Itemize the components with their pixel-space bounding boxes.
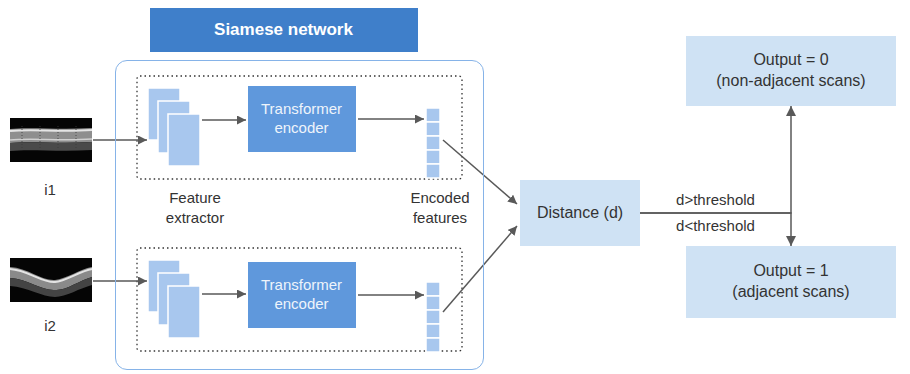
output-title: Output = 1 bbox=[694, 261, 888, 282]
decision-arrow bbox=[640, 213, 791, 246]
oct-scan bbox=[10, 118, 92, 162]
encoder-label: Transformer encoder bbox=[254, 100, 350, 138]
feature-vector bbox=[426, 282, 440, 352]
process-label: Distance (d) bbox=[528, 203, 632, 224]
encoder-box: Transformer encoder bbox=[248, 86, 356, 152]
input-arrow bbox=[93, 139, 147, 141]
output-note: (adjacent scans) bbox=[694, 282, 888, 303]
image-label: i2 bbox=[28, 316, 72, 336]
output-note: (non-adjacent scans) bbox=[694, 71, 888, 92]
flow-arrow bbox=[358, 118, 424, 120]
flow-arrow bbox=[358, 294, 424, 296]
edge-label: d>threshold bbox=[674, 191, 757, 209]
flow-arrow bbox=[202, 119, 246, 121]
stage-label: Encoded features bbox=[394, 188, 486, 227]
feature-vector bbox=[426, 108, 440, 178]
feature-maps bbox=[148, 88, 200, 166]
decision-arrow bbox=[640, 106, 791, 213]
encoder-box: Transformer encoder bbox=[248, 262, 356, 328]
stage-label: Feature extractor bbox=[149, 188, 241, 227]
flow-arrow bbox=[443, 226, 517, 312]
branch-box bbox=[137, 76, 462, 179]
encoder-label: Transformer encoder bbox=[254, 276, 350, 314]
output-box: Output = 0(non-adjacent scans) bbox=[686, 36, 896, 106]
oct-scan bbox=[10, 258, 92, 302]
group-title: Siamese network bbox=[150, 8, 418, 52]
flow-arrow bbox=[202, 293, 246, 295]
process-box: Distance (d) bbox=[520, 180, 640, 246]
output-box: Output = 1(adjacent scans) bbox=[686, 246, 896, 318]
edge-label: d<threshold bbox=[674, 217, 757, 235]
input-arrow bbox=[93, 280, 147, 282]
feature-maps bbox=[148, 260, 200, 338]
image-label: i1 bbox=[28, 180, 72, 200]
output-title: Output = 0 bbox=[694, 50, 888, 71]
branch-box bbox=[137, 248, 462, 351]
